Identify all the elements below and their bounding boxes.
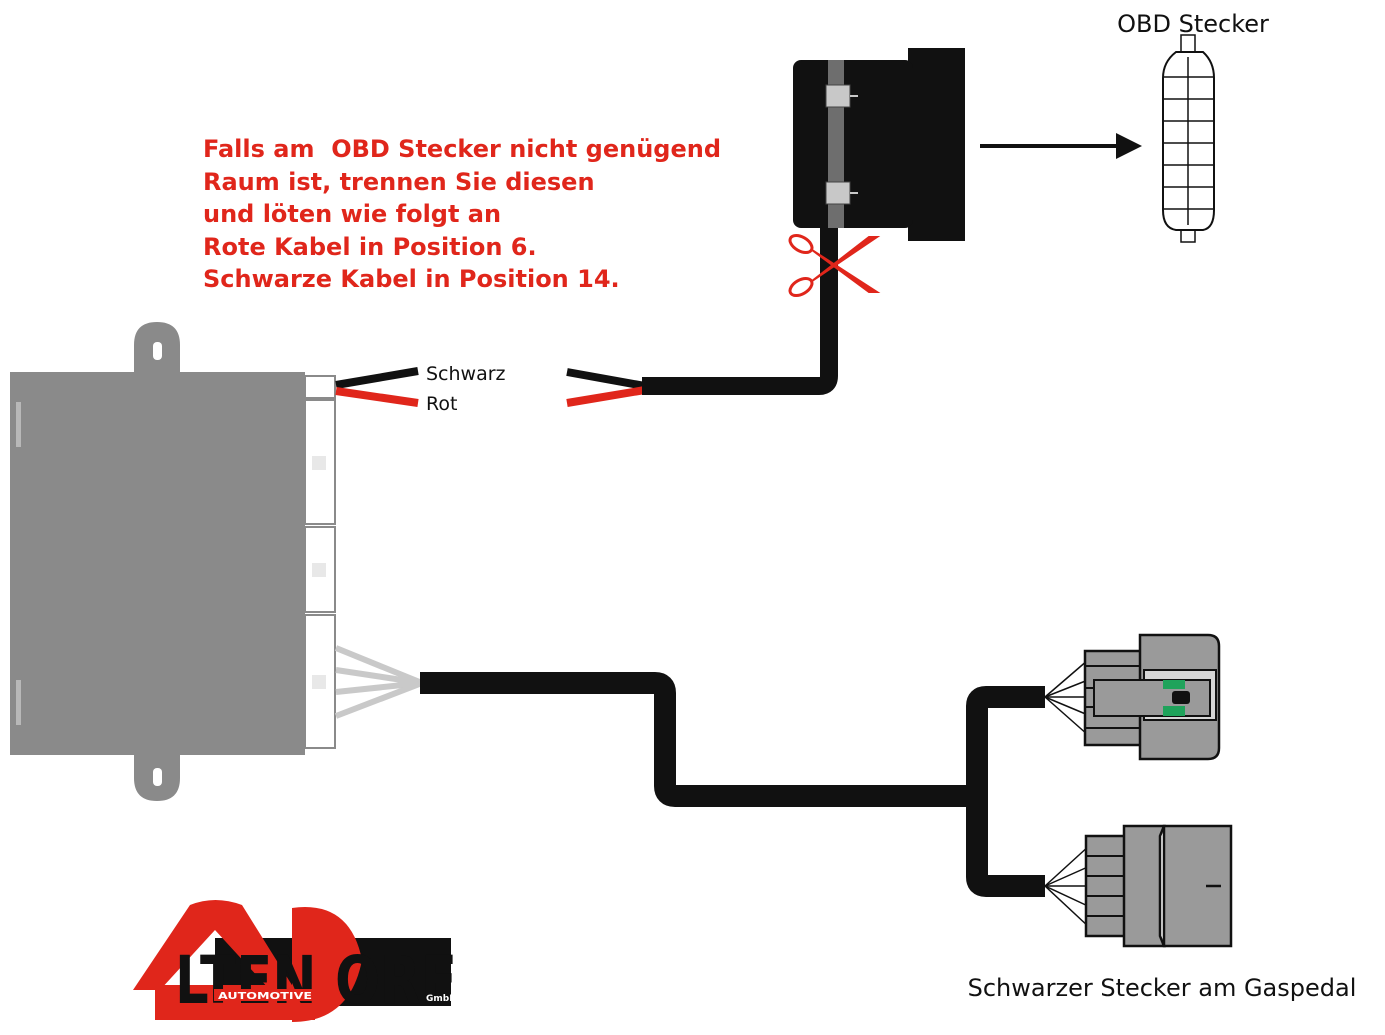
- instruction-line-2: Raum ist, trennen Sie diesen: [203, 167, 595, 196]
- label-black-wire: Schwarz: [426, 363, 506, 385]
- svg-text:GmbH: GmbH: [426, 994, 457, 1004]
- label-pedal-connector: Schwarzer Stecker am Gaspedal: [968, 974, 1357, 1002]
- module-fan-wires: [334, 645, 424, 719]
- pedal-branch-cable: [966, 686, 1045, 897]
- module-body: [10, 372, 305, 755]
- pedal-connector-lower: [1084, 824, 1233, 948]
- svg-text:LTEN ORF: LTEN ORF: [175, 942, 457, 1019]
- pedal-harness: [334, 645, 1091, 929]
- instruction-line-4: Rote Kabel in Position 6.: [203, 232, 537, 261]
- instruction-line-3: und löten wie folgt an: [203, 200, 502, 228]
- label-red-wire: Rot: [426, 393, 457, 415]
- module-lead-wires: [335, 367, 419, 407]
- instruction-line-1: Falls am OBD Stecker nicht genügend: [203, 135, 722, 163]
- scissors-icon: [788, 233, 881, 298]
- label-obd-connector: OBD Stecker: [1117, 10, 1269, 38]
- obd-harness: [566, 225, 838, 407]
- obd-cable: [642, 225, 838, 395]
- arrow-right-icon: [980, 133, 1142, 159]
- obd-plug-front: [1162, 34, 1215, 243]
- red-harness-wire: [566, 386, 646, 407]
- control-module: [10, 322, 336, 801]
- obd-plug-side: [793, 48, 965, 241]
- black-harness-wire: [566, 368, 646, 390]
- red-lead-wire: [335, 387, 419, 407]
- altendorf-logo: LTEN ORF AUTOMOTIVE GmbH: [133, 900, 457, 1022]
- instruction-line-5: Schwarze Kabel in Position 14.: [203, 265, 620, 293]
- module-ports: [304, 375, 336, 749]
- svg-text:AUTOMOTIVE: AUTOMOTIVE: [218, 991, 312, 1002]
- upper-connector-wires: [1044, 659, 1089, 736]
- pedal-connector-upper: [1083, 633, 1221, 761]
- pedal-main-cable: [420, 672, 977, 807]
- lower-connector-wires: [1044, 844, 1091, 929]
- black-lead-wire: [335, 367, 419, 389]
